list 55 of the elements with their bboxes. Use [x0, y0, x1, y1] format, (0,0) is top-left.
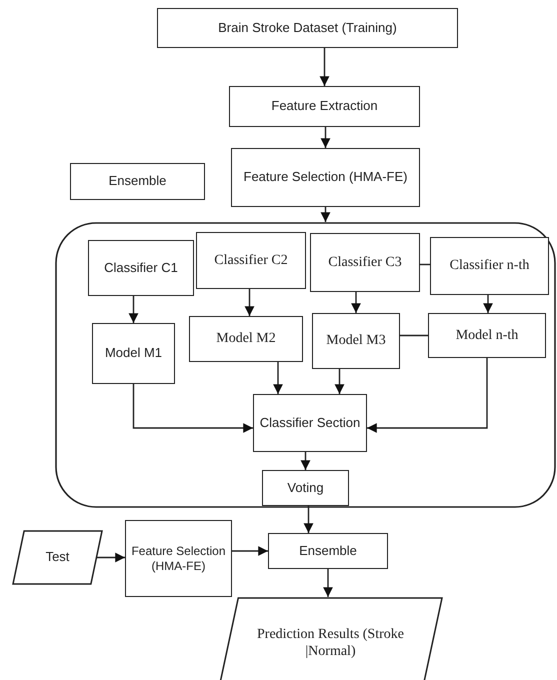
node-label: Classifier Section	[260, 414, 360, 432]
process-box	[92, 323, 175, 384]
arrow	[320, 48, 330, 86]
arrow	[244, 289, 254, 316]
node-label: Prediction Results (Stroke |Normal)	[256, 626, 405, 660]
process-box	[125, 520, 232, 597]
arrow	[351, 292, 361, 313]
data-parallelogram	[218, 597, 443, 680]
node-label: Classifier n-th	[450, 257, 530, 275]
node-label: Ensemble	[299, 542, 357, 560]
node-label: Model n-th	[456, 326, 518, 344]
arrow	[132, 384, 253, 433]
process-box	[310, 233, 420, 292]
process-box	[189, 316, 303, 362]
arrow	[304, 506, 314, 533]
process-box	[196, 232, 306, 289]
node-label: Feature Extraction	[271, 98, 378, 115]
node-label: Model M2	[216, 330, 276, 348]
node-label: Model M1	[104, 345, 162, 362]
node-label: Classifier C1	[104, 260, 178, 276]
node-label: Classifier C3	[328, 254, 402, 272]
process-box	[253, 394, 367, 452]
process-box	[430, 237, 549, 295]
node-label: Feature Selection (HMA-FE)	[130, 544, 227, 574]
ensemble-container	[55, 222, 556, 508]
process-box	[312, 313, 400, 369]
process-box	[70, 163, 205, 200]
arrow	[128, 296, 138, 323]
node-label: Feature Selection (HMA-FE)	[244, 169, 408, 186]
node-label: Model M3	[326, 332, 386, 350]
process-box	[268, 533, 388, 569]
arrow	[232, 546, 268, 556]
arrow	[320, 127, 330, 148]
node-label: Voting	[287, 480, 324, 496]
connector-line	[400, 334, 428, 336]
process-box	[229, 86, 420, 127]
process-box	[231, 148, 420, 207]
arrow	[273, 362, 283, 394]
arrow	[300, 452, 310, 470]
arrow	[323, 569, 333, 597]
arrow	[367, 358, 488, 433]
node-label: Ensemble	[108, 173, 166, 190]
arrow	[334, 369, 344, 394]
process-box	[428, 313, 546, 358]
arrow	[96, 552, 125, 562]
node-label: Test	[46, 549, 70, 566]
node-label: Brain Stroke Dataset (Training)	[218, 20, 397, 36]
process-box	[157, 8, 458, 48]
connector-line	[420, 264, 430, 266]
arrow	[483, 295, 493, 313]
process-box	[88, 240, 194, 296]
data-parallelogram	[12, 530, 103, 585]
arrow	[320, 207, 330, 222]
process-box	[262, 470, 349, 506]
node-label: Classifier C2	[214, 252, 288, 270]
